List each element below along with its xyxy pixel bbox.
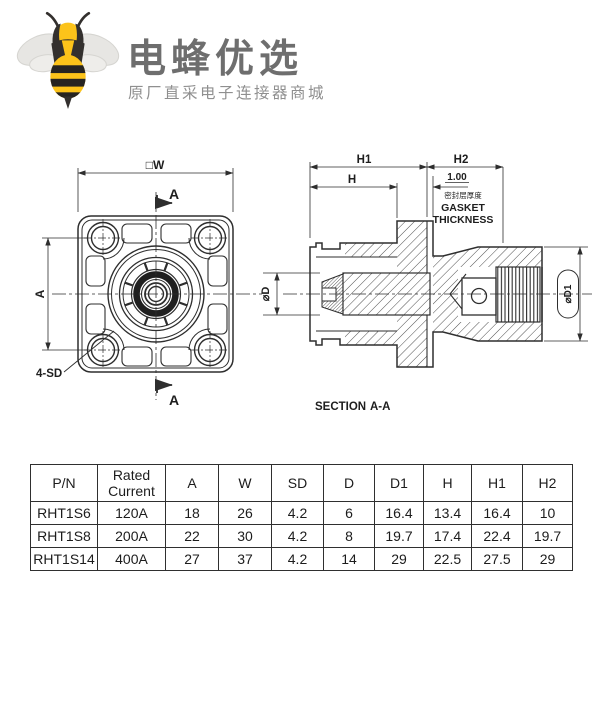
table-row: RHT1S6 120A 18 26 4.2 6 16.4 13.4 16.4 1…	[30, 501, 573, 525]
table-cell: 30	[218, 524, 272, 548]
brand-title: 电蜂优选	[127, 38, 304, 81]
table-cell: 22	[165, 524, 219, 548]
contact-cavity	[461, 277, 497, 316]
gasket-value: 1.00	[447, 172, 467, 183]
table-cell: 27	[165, 547, 219, 571]
dim-d	[263, 272, 320, 316]
table-cell: 13.4	[423, 501, 472, 525]
table-cell: 29	[522, 547, 573, 571]
front-view: □W A A A 4-SD	[33, 158, 262, 408]
dim-h1-label: H1	[357, 154, 372, 166]
dim-w	[77, 168, 234, 212]
table-cell: 10	[522, 501, 573, 525]
table-cell: RHT1S6	[30, 501, 98, 525]
col-h2: H2	[522, 464, 573, 502]
table-cell: 22.5	[423, 547, 472, 571]
table-cell: 19.7	[522, 524, 573, 548]
dim-h-label: H	[348, 174, 356, 186]
table-row: RHT1S8 200A 22 30 4.2 8 19.7 17.4 22.4 1…	[30, 524, 573, 548]
contact-hole	[470, 287, 488, 305]
table-cell: 18	[165, 501, 219, 525]
table-cell: 4.2	[271, 501, 324, 525]
table-cell: RHT1S8	[30, 524, 98, 548]
table-cell: 16.4	[374, 501, 424, 525]
table-cell: 4.2	[271, 547, 324, 571]
section-view: H1 H2 H 1.00 密封层厚度 GASKET THICKNESS ⌀D	[260, 154, 592, 413]
connector-spokes	[124, 262, 188, 326]
dim-d1-frame	[557, 269, 579, 319]
col-sd: SD	[271, 464, 324, 502]
dim-a-label: A	[33, 289, 47, 298]
dim-h	[309, 183, 398, 218]
body-outline	[309, 220, 543, 368]
dim-a	[42, 237, 88, 351]
table-cell: 400A	[97, 547, 166, 571]
table-row: RHT1S14 400A 27 37 4.2 14 29 22.5 27.5 2…	[30, 547, 573, 571]
technical-drawing: □W A A A 4-SD	[33, 154, 592, 413]
holes-label: 4-SD	[36, 368, 62, 380]
table-cell: 16.4	[471, 501, 523, 525]
thread-zone	[495, 266, 541, 323]
bee-logo-icon	[16, 11, 120, 109]
dim-d1	[544, 246, 588, 342]
dim-h1-h2	[309, 162, 504, 243]
section-caption-ref: A-A	[370, 401, 390, 413]
table-cell: 14	[323, 547, 375, 571]
section-mark-bottom-label: A	[169, 392, 179, 408]
col-h1: H1	[471, 464, 523, 502]
table-header-row: P/N Rated Current A W SD D D1 H H1 H2	[30, 464, 573, 502]
col-pn: P/N	[30, 464, 98, 502]
table-cell: 37	[218, 547, 272, 571]
gasket-label-en1: GASKET	[441, 202, 485, 214]
holes-leader	[63, 330, 115, 373]
section-caption: SECTION	[315, 401, 366, 413]
section-cut-marks	[154, 195, 173, 393]
dim-w-label: □W	[146, 158, 165, 172]
gasket-label-cn: 密封层厚度	[444, 190, 482, 200]
dim-d-label: ⌀D	[260, 287, 272, 302]
col-h: H	[423, 464, 472, 502]
spec-table: P/N Rated Current A W SD D D1 H H1 H2 RH…	[30, 464, 573, 571]
col-d: D	[323, 464, 375, 502]
col-rated-current: Rated Current	[97, 464, 166, 502]
section-mark-top-label: A	[169, 186, 179, 202]
table-cell: 8	[323, 524, 375, 548]
table-cell: 200A	[97, 524, 166, 548]
table-cell: 19.7	[374, 524, 424, 548]
col-w: W	[218, 464, 272, 502]
table-cell: 6	[323, 501, 375, 525]
table-cell: 22.4	[471, 524, 523, 548]
table-cell: 26	[218, 501, 272, 525]
col-d1: D1	[374, 464, 424, 502]
flange-recesses	[85, 223, 228, 367]
table-cell: 27.5	[471, 547, 523, 571]
table-cell: 17.4	[423, 524, 472, 548]
table-cell: RHT1S14	[30, 547, 98, 571]
table-cell: 4.2	[271, 524, 324, 548]
dim-h2-label: H2	[454, 154, 469, 166]
table-cell: 120A	[97, 501, 166, 525]
brand-subtitle: 原厂直采电子连接器商城	[128, 85, 327, 102]
dim-d1-label: ⌀D1	[563, 284, 574, 303]
gasket-label-en2: THICKNESS	[433, 214, 494, 226]
col-a: A	[165, 464, 219, 502]
table-cell: 29	[374, 547, 424, 571]
